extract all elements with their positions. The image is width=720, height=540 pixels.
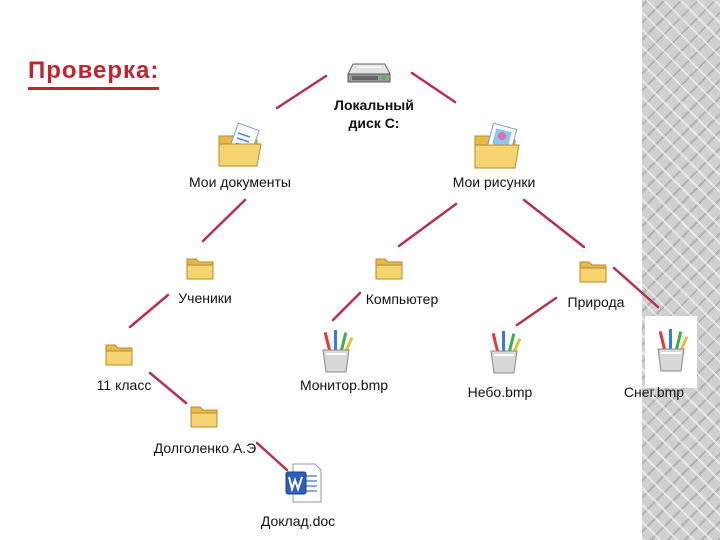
paint-file-icon bbox=[322, 330, 354, 373]
connector-drive-documents bbox=[275, 74, 328, 110]
folder-icon bbox=[105, 344, 133, 366]
connector-students-class11 bbox=[128, 293, 170, 329]
drive-label-line2: диск С: bbox=[348, 115, 400, 131]
my-documents-label: Мои документы bbox=[188, 174, 291, 190]
class11-label: 11 класс bbox=[96, 377, 152, 393]
paint-file-icon bbox=[657, 329, 689, 372]
connector-computer-monitor bbox=[331, 291, 362, 322]
pictures-folder-icon bbox=[474, 123, 520, 169]
report-label: Доклад.doc bbox=[260, 513, 336, 529]
drive-label-line1: Локальный bbox=[334, 97, 414, 113]
nature-label: Природа bbox=[567, 294, 625, 310]
connector-drive-pictures bbox=[410, 71, 457, 104]
my-pictures-label: Мои рисунки bbox=[452, 174, 536, 190]
computer-label: Компьютер bbox=[365, 291, 439, 307]
monitor-label: Монитор.bmp bbox=[299, 377, 389, 393]
connector-pictures-nature bbox=[522, 198, 586, 249]
folder-icon bbox=[579, 261, 607, 283]
connector-dolgolenko-report bbox=[255, 441, 289, 472]
folder-icon bbox=[375, 258, 403, 280]
folder-icon bbox=[190, 406, 218, 428]
folder-icon bbox=[186, 258, 214, 280]
connector-documents-students bbox=[201, 198, 247, 243]
connector-nature-sky bbox=[515, 296, 558, 327]
snow-label: Снег.bmp bbox=[623, 384, 685, 400]
hard-drive-icon bbox=[347, 63, 391, 83]
decorative-side-pattern bbox=[642, 0, 720, 540]
page-title: Проверка: bbox=[28, 56, 160, 90]
connector-nature-snow bbox=[612, 266, 660, 309]
word-document-icon bbox=[285, 463, 322, 503]
dolgolenko-label: Долголенко А.Э bbox=[153, 440, 257, 456]
students-label: Ученики bbox=[178, 290, 232, 306]
paint-file-icon bbox=[490, 331, 522, 374]
sky-label: Небо.bmp bbox=[467, 384, 533, 400]
connector-pictures-computer bbox=[397, 202, 458, 248]
connector-class11-dolgolenko bbox=[148, 371, 188, 405]
documents-folder-icon bbox=[218, 123, 262, 167]
